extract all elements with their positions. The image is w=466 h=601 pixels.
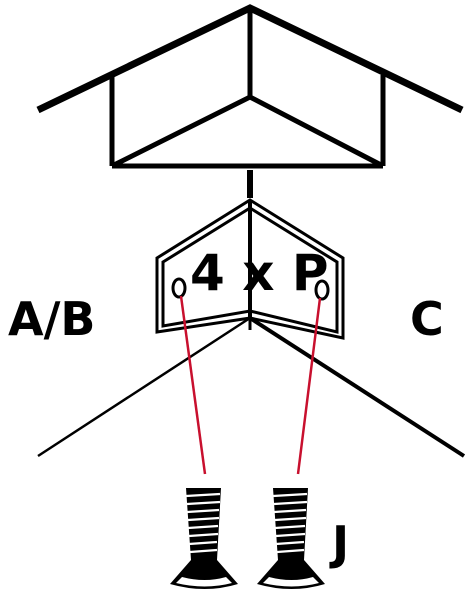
bracket-hole-left (171, 277, 187, 299)
guide-lines (179, 295, 322, 475)
guide-line-left (179, 295, 207, 475)
screw-label: J (332, 516, 350, 570)
bracket-hole-right (314, 279, 330, 301)
top-hood (36, 4, 464, 198)
quantity-label: 4 x P (190, 244, 329, 302)
screw-right-icon (257, 488, 325, 589)
corner-bracket (155, 198, 345, 340)
cabinet-right-edge (248, 316, 466, 458)
panel-label-left: A/B (8, 292, 96, 346)
cabinet-left-edge (37, 316, 251, 458)
panel-label-right: C (410, 292, 444, 346)
screw-left-icon (170, 488, 238, 589)
cabinet-corner (37, 316, 466, 458)
guide-line-right (296, 297, 322, 475)
hood-inner-triangle (110, 94, 385, 169)
